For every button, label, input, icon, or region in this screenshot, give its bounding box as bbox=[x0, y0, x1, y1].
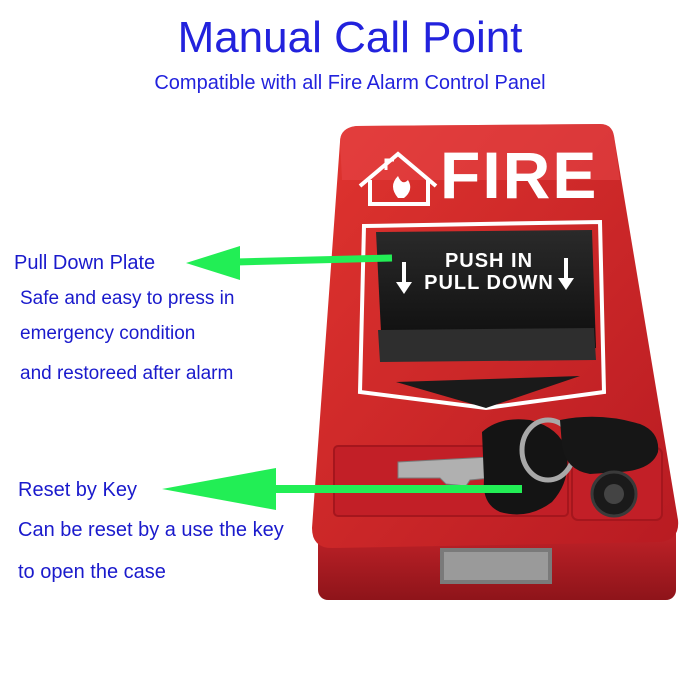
key-icon bbox=[397, 416, 659, 518]
callout-line: Can be reset by a use the key bbox=[18, 519, 284, 541]
page-title: Manual Call Point bbox=[177, 13, 523, 62]
callout-line: Safe and easy to press in bbox=[20, 288, 235, 309]
plate-text-push-in: PUSH IN bbox=[444, 250, 534, 272]
reset-key-arrow bbox=[162, 468, 522, 510]
house-flame-icon bbox=[358, 151, 438, 206]
callout-heading-pull-down-plate: Pull Down Plate bbox=[14, 252, 156, 274]
callout-heading-reset-by-key: Reset by Key bbox=[18, 479, 137, 501]
pull-down-plate bbox=[376, 230, 596, 408]
page-subtitle: Compatible with all Fire Alarm Control P… bbox=[154, 72, 546, 94]
plate-text-pull-down: PULL DOWN bbox=[424, 272, 554, 294]
callout-line: and restoreed after alarm bbox=[20, 363, 234, 384]
callout-line: emergency condition bbox=[20, 323, 196, 344]
pull-plate-arrow bbox=[186, 246, 393, 280]
callout-line: to open the case bbox=[18, 561, 166, 583]
fire-label: FIRE bbox=[440, 138, 599, 212]
